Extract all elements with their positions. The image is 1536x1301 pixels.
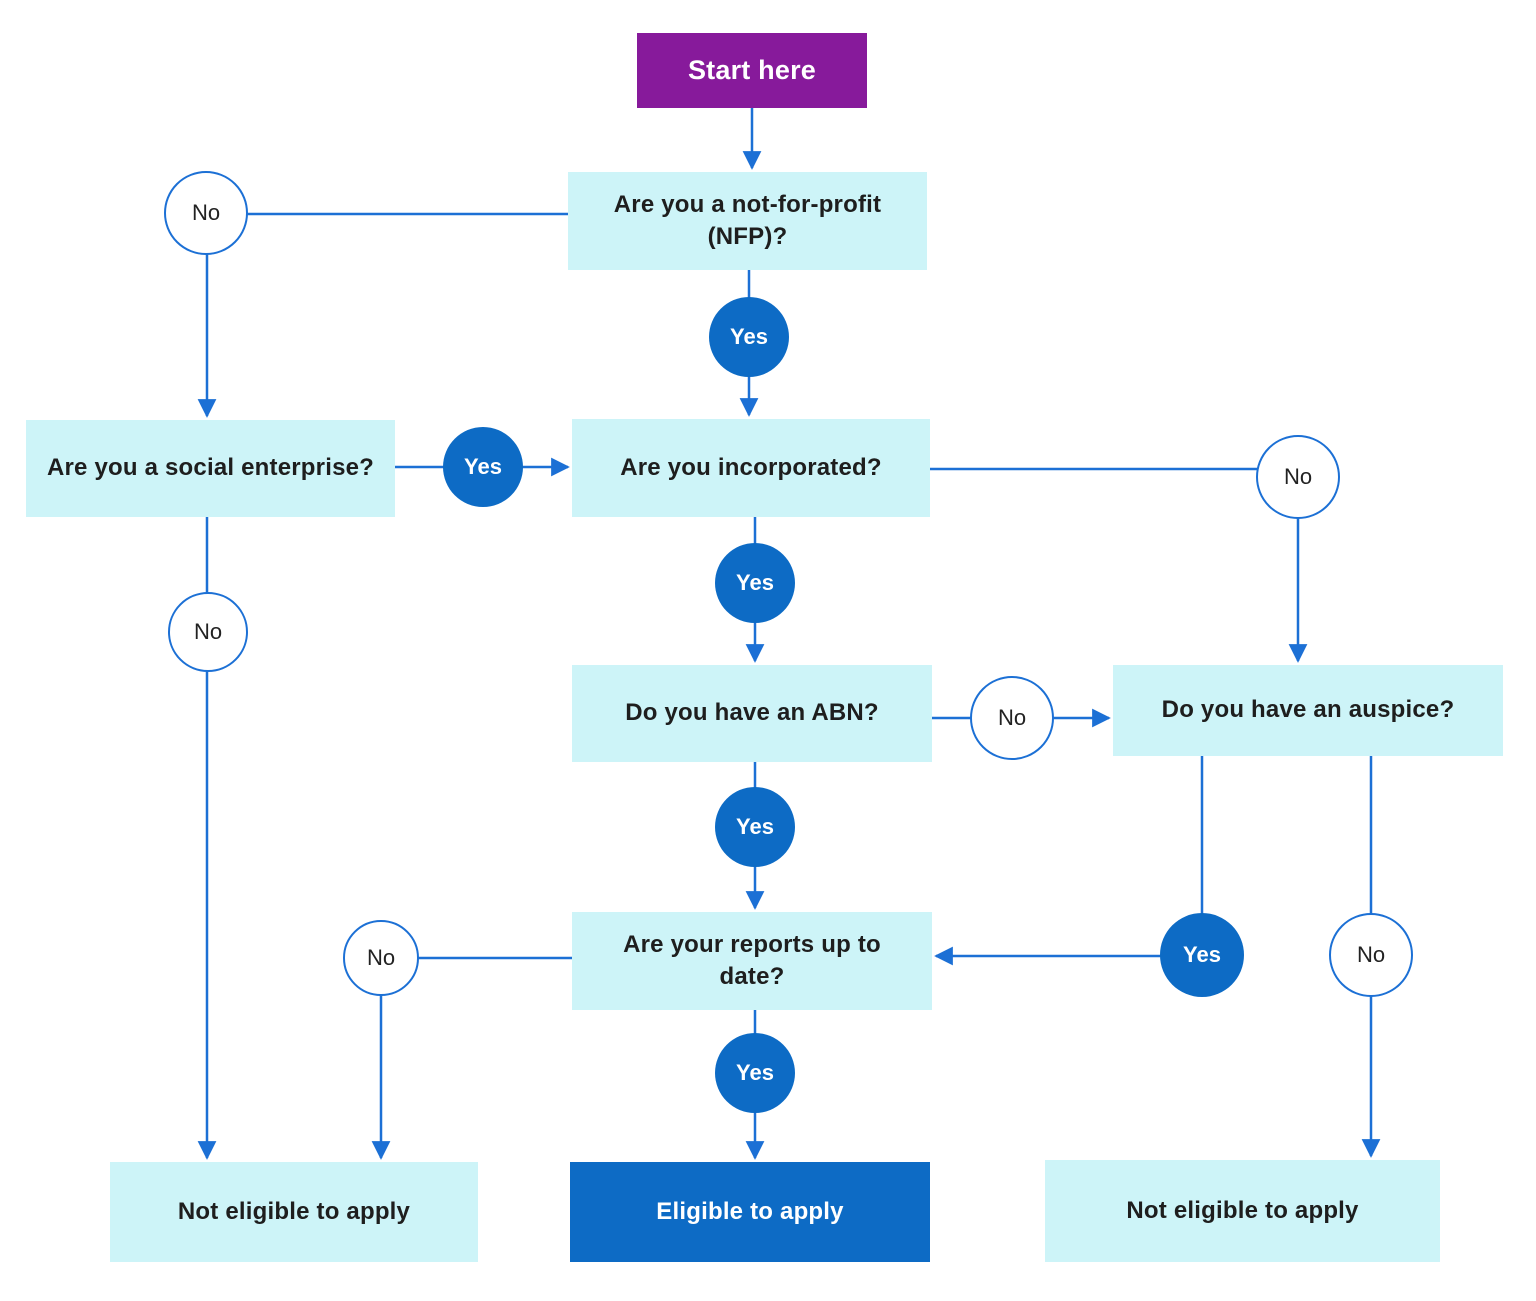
no-badge-social: No xyxy=(168,592,248,672)
result-not-eligible-left: Not eligible to apply xyxy=(110,1162,478,1262)
result-not-eligible-right: Not eligible to apply xyxy=(1045,1160,1440,1262)
yes-badge-reports: Yes xyxy=(715,1033,795,1113)
start-node: Start here xyxy=(637,33,867,108)
no-badge-incorporated: No xyxy=(1256,435,1340,519)
yes-badge-abn: Yes xyxy=(715,787,795,867)
no-badge-auspice: No xyxy=(1329,913,1413,997)
yes-badge-social: Yes xyxy=(443,427,523,507)
no-badge-abn: No xyxy=(970,676,1054,760)
question-social-enterprise: Are you a social enterprise? xyxy=(26,420,395,517)
yes-badge-incorporated: Yes xyxy=(715,543,795,623)
question-auspice: Do you have an auspice? xyxy=(1113,665,1503,756)
result-eligible: Eligible to apply xyxy=(570,1162,930,1262)
question-nfp: Are you a not-for-profit (NFP)? xyxy=(568,172,927,270)
yes-badge-nfp: Yes xyxy=(709,297,789,377)
no-badge-reports: No xyxy=(343,920,419,996)
question-abn: Do you have an ABN? xyxy=(572,665,932,762)
question-incorporated: Are you incorporated? xyxy=(572,419,930,517)
yes-badge-auspice: Yes xyxy=(1160,913,1244,997)
question-reports: Are your reports up to date? xyxy=(572,912,932,1010)
no-badge-nfp: No xyxy=(164,171,248,255)
